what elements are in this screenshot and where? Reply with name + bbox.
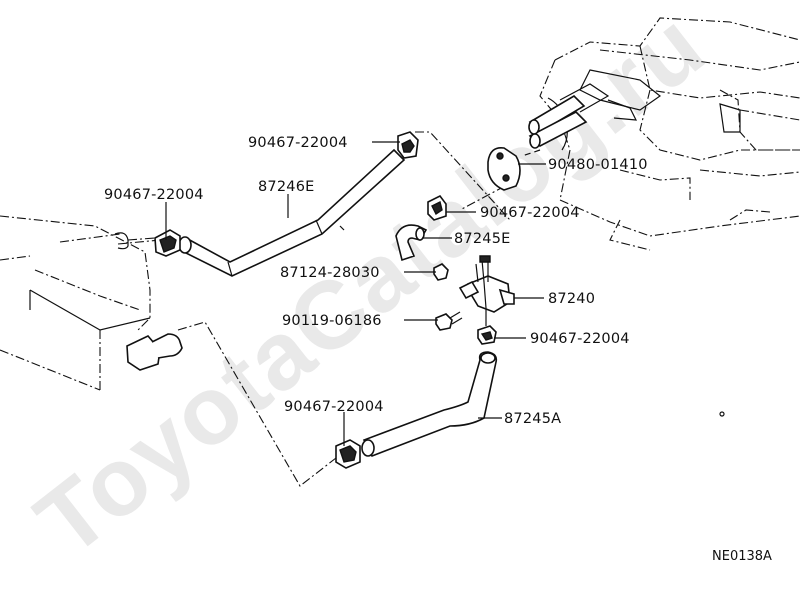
clamp-part (477, 325, 497, 345)
water-valve-part (458, 255, 515, 326)
routing-lines (117, 131, 511, 487)
callout-bolt: 90119-06186 (282, 313, 382, 329)
gasket-part (487, 146, 521, 191)
callout-hose-87245e: 87245E (454, 231, 511, 247)
bolt-part (435, 311, 463, 331)
reference-tick (339, 225, 345, 231)
leader-lines (165, 141, 546, 446)
figure-code: NE0138A (712, 549, 772, 564)
clamp-part (427, 194, 447, 221)
callout-bracket-bolt: 87124-28030 (280, 265, 380, 281)
hose-87245a (361, 351, 498, 458)
radiator-block (0, 215, 183, 391)
hose-87245e (395, 224, 428, 262)
callout-hose-87245a: 87245A (504, 411, 561, 427)
callout-clamp-mid: 90467-22004 (480, 205, 580, 221)
callout-hose-87246e: 87246E (258, 179, 315, 195)
clamp-part (335, 439, 361, 469)
watermark-text: ToyotaCatalog.ru (17, 0, 725, 577)
clamp-part (397, 131, 419, 159)
heater-unit (521, 17, 800, 251)
callout-clamp-left: 90467-22004 (104, 187, 204, 203)
callout-clamp-valve: 90467-22004 (530, 331, 630, 347)
callout-valve: 87240 (548, 291, 595, 307)
clamp-part (154, 229, 181, 257)
callout-clamp-lower: 90467-22004 (284, 399, 384, 415)
hose-87246e (178, 148, 406, 277)
reference-dot (719, 411, 725, 417)
callout-gasket: 90480-01410 (548, 157, 648, 173)
bracket-bolt-part (433, 263, 449, 281)
callout-clamp-upper: 90467-22004 (248, 135, 348, 151)
